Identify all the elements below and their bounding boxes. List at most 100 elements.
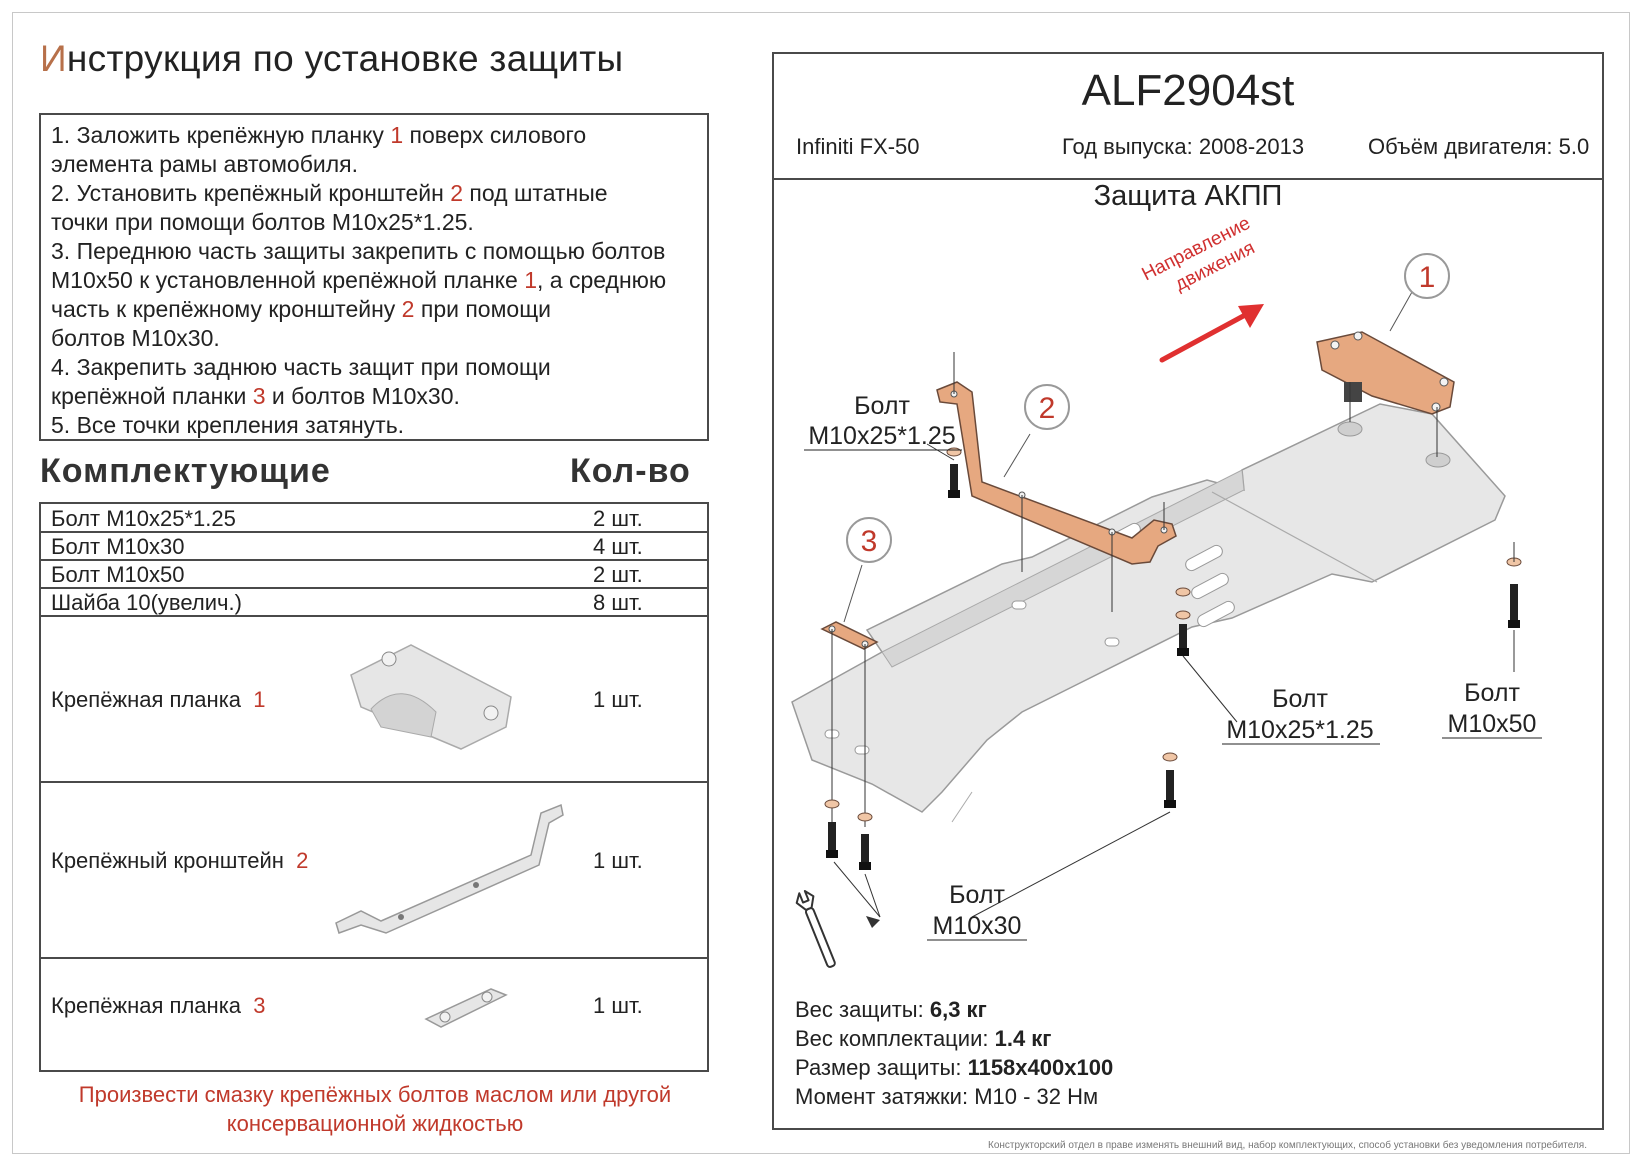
direction-arrow [1159, 304, 1264, 363]
instruction-text: болтов М10х30. [51, 325, 220, 351]
skid-plate-fold [951, 791, 973, 823]
instruction-line: 2. Установить крепёжный кронштейн 2 под … [51, 179, 707, 208]
leader-line [971, 811, 1171, 918]
skid-plate-hole [1011, 600, 1027, 610]
bracket-2 [936, 381, 1177, 565]
instruction-text: часть к крепёжному кронштейну [51, 296, 402, 322]
leader-line [1003, 433, 1031, 478]
instruction-text: и болтов М10х30. [265, 383, 460, 409]
instruction-text: 4. Закрепить заднюю часть защит при помо… [51, 354, 551, 380]
table-row: Крепёжная планка 1 1 шт. [41, 617, 707, 783]
skid-plate-hole [854, 745, 870, 755]
leader-line [1182, 655, 1238, 723]
component-qty: 1 шт. [593, 848, 643, 873]
part-number: 1 [390, 122, 404, 148]
instruction-text: при помощи [414, 296, 551, 322]
svg-text:3: 3 [861, 525, 878, 558]
instruction-text: под штатные [463, 180, 608, 206]
part-number: 1 [524, 267, 537, 293]
table-row: Болт М10х30 4 шт. [41, 533, 707, 561]
production-years: Год выпуска: 2008-2013 [1062, 134, 1305, 159]
leader-line [1389, 291, 1413, 332]
component-name: Шайба 10(увелич.) [51, 590, 242, 615]
instruction-line: точки при помощи болтов М10х25*1.25. [51, 208, 707, 237]
leader-line [926, 443, 955, 461]
svg-text:Болт: Болт [1272, 685, 1328, 713]
instruction-line: 5. Все точки крепления затянуть. [51, 411, 707, 440]
skid-plate-fold [1211, 491, 1378, 583]
instruction-text: поверх силового [403, 122, 587, 148]
instruction-text: 2. Установить крепёжный кронштейн [51, 180, 451, 206]
instruction-text: 1. Заложить крепёжную планку [51, 122, 391, 148]
title-initial: И [40, 38, 67, 79]
product-panel: ALF2904st Infiniti FX-50 Год выпуска: 20… [772, 52, 1604, 1130]
instruction-line: крепёжной планки 3 и болтов М10х30. [51, 382, 707, 411]
svg-text:М10х50: М10х50 [1448, 710, 1537, 738]
component-name: Болт М10х50 [51, 562, 185, 587]
component-qty: 2 шт. [593, 506, 643, 531]
instruction-line: 3. Переднюю часть защиты закрепить с пом… [51, 237, 707, 266]
component-qty: 4 шт. [593, 534, 643, 559]
component-qty: 1 шт. [593, 993, 643, 1018]
svg-text:1: 1 [1419, 261, 1436, 294]
plate-1-boss [1344, 382, 1362, 402]
bolt-label-d: Болт М10х30 [927, 881, 1027, 941]
part-number: 2 [401, 296, 415, 322]
svg-text:Болт: Болт [1464, 679, 1520, 707]
part-number: 2 [450, 180, 464, 206]
instruction-text: М10х50 к установленной крепёжной планке [51, 267, 525, 293]
bolt-hole [1431, 402, 1441, 412]
instruction-text: 5. Все точки крепления затянуть. [51, 412, 405, 438]
component-name: Болт М10х30 [51, 534, 185, 559]
leader-line [843, 564, 863, 623]
wrench-icon [795, 890, 836, 968]
bolt-label-a: Болт М10х25*1.25 [804, 392, 962, 451]
instruction-line: болтов М10х30. [51, 324, 707, 353]
direction-label: Направление движения [1139, 213, 1259, 296]
instruction-text: 3. Переднюю часть защиты закрепить с пом… [51, 238, 666, 264]
svg-text:М10х25*1.25: М10х25*1.25 [808, 422, 955, 450]
instruction-line: элемента рамы автомобиля. [51, 150, 707, 179]
skid-plate-hole [1104, 637, 1120, 647]
disclaimer: Конструкторский отдел в праве изменять в… [988, 1140, 1587, 1151]
bolt-hole [1353, 331, 1363, 341]
skid-plate-recess [1425, 452, 1451, 468]
instruction-text: , а среднюю [536, 267, 667, 293]
components-table: Болт М10х25*1.25 2 шт. Болт М10х30 4 шт.… [39, 502, 709, 1072]
component-qty: 8 шт. [593, 590, 643, 615]
svg-text:М10х30: М10х30 [933, 912, 1022, 940]
component-name: Крепёжная планка 1 [51, 687, 266, 712]
arrow-head [866, 916, 880, 928]
bracket-2-image [335, 803, 564, 934]
svg-text:М10х25*1.25: М10х25*1.25 [1226, 716, 1373, 744]
engine-volume: Объём двигателя: 5.0 [1368, 134, 1590, 159]
bolt-label-b: Болт М10х25*1.25 [1222, 685, 1380, 745]
instruction-line: 1. Заложить крепёжную планку 1 поверх си… [51, 121, 707, 150]
car-model: Infiniti FX-50 [796, 134, 920, 159]
assembly-drawing: 1 2 3 Направление движения Болт М10х25*1… [791, 213, 1542, 968]
page-frame [12, 12, 1630, 1154]
callout-3: 3 [846, 517, 892, 563]
leader-line [833, 861, 881, 918]
qty-header: Кол-во [570, 452, 691, 490]
svg-text:2: 2 [1039, 392, 1056, 425]
component-qty: 1 шт. [593, 687, 643, 712]
lubrication-note: Произвести смазку крепёжных болтов масло… [78, 1082, 672, 1136]
skid-plate-slot [1197, 600, 1235, 628]
instruction-line: 4. Закрепить заднюю часть защит при помо… [51, 353, 707, 382]
component-qty: 2 шт. [593, 562, 643, 587]
components-header: Комплектующие [40, 452, 331, 490]
skid-plate-recess [1337, 421, 1363, 437]
skid-plate-shape [791, 403, 1506, 813]
instruction-line: М10х50 к установленной крепёжной планке … [51, 266, 707, 295]
product-code: ALF2904st [1081, 66, 1295, 115]
part-number: 3 [252, 383, 266, 409]
component-name: Болт М10х25*1.25 [51, 506, 236, 531]
component-name: Крепёжный кронштейн 2 [51, 848, 309, 873]
skid-plate-slot [1185, 544, 1223, 572]
table-row: Болт М10х25*1.25 2 шт. [41, 504, 707, 533]
table-row: Крепёжный кронштейн 2 1 шт. [41, 783, 707, 959]
specs-block: Вес защиты: 6,3 кг Вес комплектации: 1.4… [795, 995, 1113, 1111]
skid-plate-slot [1191, 572, 1229, 600]
callout-2: 2 [1024, 384, 1070, 430]
